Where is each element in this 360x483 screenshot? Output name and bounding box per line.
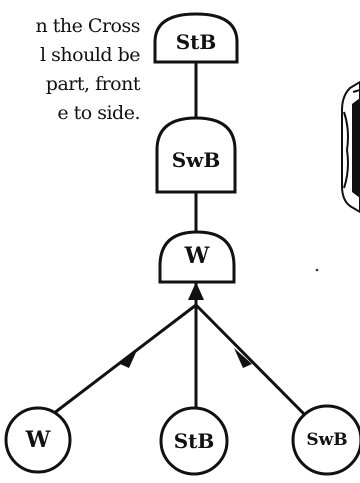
node-top-label: StB	[176, 30, 217, 54]
link-bottom-left	[44, 303, 197, 422]
stray-mark	[315, 268, 319, 272]
instruction-line-3: part, front	[45, 73, 141, 95]
instruction-line-1: n the Cross	[35, 15, 141, 37]
node-middle-label: W	[184, 243, 210, 269]
instruction-text: n the Cross l should be part, front e to…	[0, 12, 141, 128]
arrow-right	[234, 348, 252, 368]
arrow-center	[188, 282, 204, 300]
arrow-left	[120, 348, 138, 368]
node-bottom-left-label: W	[25, 427, 51, 453]
node-bottom-center: StB	[159, 406, 229, 476]
instruction-line-4: e to side.	[57, 102, 140, 124]
node-middle: W	[158, 230, 236, 284]
node-bottom-right: SwB	[291, 404, 360, 476]
link-bottom-right	[194, 303, 312, 422]
node-top: StB	[153, 12, 239, 64]
node-bottom-left: W	[4, 406, 72, 474]
node-upper-middle: SwB	[155, 116, 237, 194]
node-bottom-right-label: SwB	[306, 430, 347, 450]
node-upper-middle-label: SwB	[172, 148, 221, 172]
partial-illustration	[341, 80, 360, 214]
instruction-line-2: l should be	[40, 44, 140, 66]
node-bottom-center-label: StB	[174, 429, 215, 453]
